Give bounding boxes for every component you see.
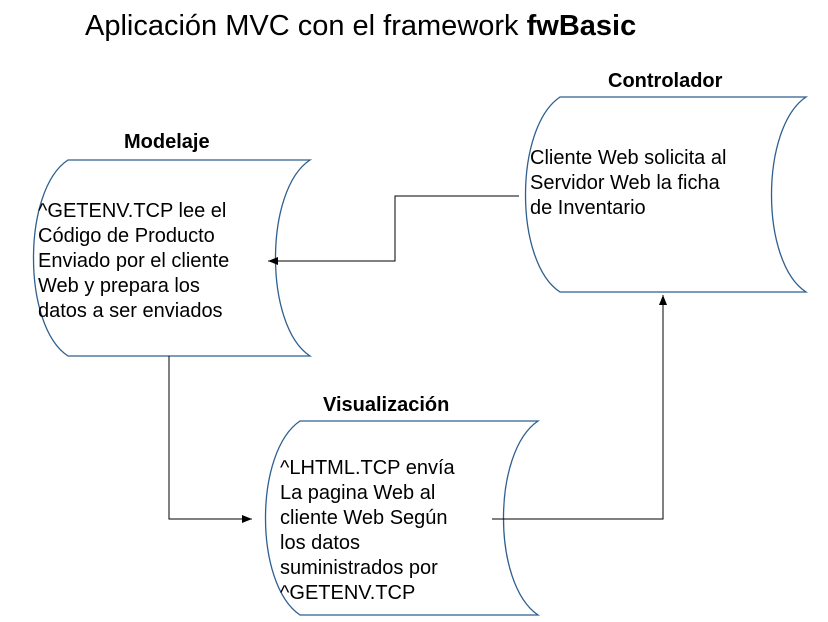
- modelo-shape: [32, 159, 313, 357]
- title-text: Aplicación MVC con el framework: [85, 10, 527, 42]
- controlador-text: Cliente Web solicita al Servidor Web la …: [530, 147, 727, 219]
- modelo-label: Modelaje: [124, 131, 210, 153]
- diagram-title: Aplicación MVC con el framework fwBasic: [85, 6, 636, 46]
- controlador-label: Controlador: [608, 70, 723, 92]
- controlador-shape: [524, 96, 809, 293]
- visualizacion-text: ^LHTML.TCP envía La pagina Web al client…: [280, 457, 455, 604]
- connector-visualizacion-to-controlador: [492, 295, 667, 520]
- connector-controlador-to-modelo: [268, 195, 519, 265]
- connector-modelo-to-visualizacion: [168, 356, 252, 523]
- title-emphasis: fwBasic: [526, 10, 637, 42]
- visualizacion-shape: [264, 420, 541, 616]
- modelo-text: ^GETENV.TCP lee el Código de Producto En…: [38, 200, 230, 322]
- visualizacion-label: Visualización: [323, 394, 450, 416]
